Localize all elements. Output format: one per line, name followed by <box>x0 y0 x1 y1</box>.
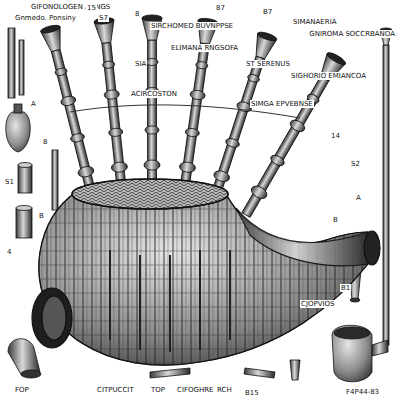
part-label: FOP <box>14 386 30 394</box>
part-label: GNIROMA SOCCRBANOA <box>308 30 396 38</box>
part-label: B <box>38 212 45 220</box>
part-label: 8 <box>42 138 48 146</box>
part-label: GIFONOLOGEN AUNGS <box>30 3 111 11</box>
part-label: CJOPVIOS <box>300 300 336 308</box>
drone-pipes <box>40 15 347 220</box>
part-label: SIMANAERIA <box>292 18 338 26</box>
part-label: S7 <box>98 14 109 22</box>
side-parts <box>332 28 392 382</box>
part-label: ACIRCOSTON <box>130 90 178 98</box>
part-label: SIMGA EPVEBNSE <box>250 100 314 108</box>
part-label: B7 <box>262 8 273 16</box>
part-label: 15 <box>86 4 97 12</box>
part-label: A <box>30 100 37 108</box>
part-label: S2 <box>350 160 361 168</box>
part-label: CITPUCCIT <box>96 386 135 394</box>
bag <box>32 179 380 365</box>
part-label: B <box>332 216 339 224</box>
part-label: SIA <box>134 60 147 68</box>
part-label: 87 <box>215 4 226 12</box>
part-label: 14 <box>330 132 341 140</box>
loose-parts <box>150 360 300 380</box>
part-label: ELIMANA RNGSOFA <box>170 44 239 52</box>
part-label: SIGHORIO EMIANCOA <box>290 72 367 80</box>
part-label: SIRCHOMED BUVNPPSE <box>150 22 234 30</box>
part-label: S1 <box>4 178 15 186</box>
part-label: 8 <box>134 10 140 18</box>
part-label: B15 <box>244 389 260 397</box>
part-label: CIFOGHRE <box>176 386 214 394</box>
part-label: 4 <box>6 248 12 256</box>
part-label: F4P44-83 <box>345 388 380 396</box>
part-label: RCH <box>216 386 233 394</box>
part-label: ST SERENUS <box>245 60 291 68</box>
part-label: B1 <box>340 284 351 292</box>
part-label: TOP <box>150 386 166 394</box>
part-label: Gnmedo. Ponsiny <box>14 14 77 22</box>
part-label: A <box>355 194 362 202</box>
